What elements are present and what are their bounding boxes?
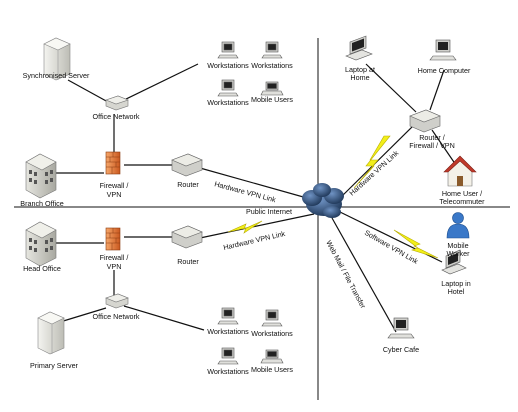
workstations-label: Workstations: [207, 327, 249, 336]
internet-cloud-icon[interactable]: [302, 183, 344, 218]
router-firewall-vpn-label: Router /: [419, 133, 445, 142]
workstations-label: Workstations: [251, 61, 293, 70]
home-computer-icon[interactable]: [429, 39, 457, 61]
mobile-worker-icon[interactable]: [446, 212, 470, 239]
workstation-icon[interactable]: [261, 309, 283, 327]
cyber-cafe-label: Cyber Cafe: [383, 345, 419, 354]
home-user-label: Home User /: [442, 189, 482, 198]
branch-office-building-icon[interactable]: [25, 153, 57, 199]
laptop-at-home-icon[interactable]: [345, 35, 373, 61]
firewall-vpn-label: Firewall /: [100, 181, 129, 190]
workstations-label: Workstations: [207, 367, 249, 376]
home-user-house-icon[interactable]: [443, 155, 477, 187]
link-router-cloud-bottom: [199, 213, 315, 239]
home-user-label: Telecommuter: [439, 197, 485, 206]
workstation-icon[interactable]: [217, 347, 239, 365]
synchronised-server-icon[interactable]: [43, 37, 71, 81]
office-network-hub-icon[interactable]: [105, 293, 129, 309]
hardware-vpn-link-label: Hardware VPN Link: [213, 179, 277, 204]
workstation-icon[interactable]: [217, 307, 239, 325]
lightning-bolt-home: [353, 135, 391, 189]
mobile-users-laptop-icon[interactable]: [260, 349, 284, 364]
office-network-label: Office Network: [93, 112, 140, 121]
primary-server-icon[interactable]: [37, 311, 65, 355]
firewall-vpn-label: Firewall /: [100, 253, 129, 262]
branch-office-label: Branch Office: [20, 199, 63, 208]
link-officenet-server-bottom: [59, 307, 107, 323]
laptop-at-home-label: Home: [350, 73, 369, 82]
home-router-firewall-icon[interactable]: [409, 109, 441, 133]
firewall-icon[interactable]: [105, 151, 121, 175]
mobile-worker-label: Mobile: [447, 241, 468, 250]
workstation-icon[interactable]: [261, 41, 283, 59]
head-office-building-icon[interactable]: [25, 221, 57, 267]
firewall-icon[interactable]: [105, 227, 121, 251]
router-label: Router: [177, 257, 199, 266]
link-server-top: [67, 79, 109, 103]
mobile-users-laptop-icon[interactable]: [260, 81, 284, 96]
synchronised-server-label: Synchronised Server: [23, 71, 90, 80]
laptop-at-home-label: Laptop at: [345, 65, 375, 74]
web-mail-file-transfer-label: Web Mail / File Transfer: [324, 239, 368, 311]
router-icon[interactable]: [171, 225, 203, 249]
link-home-router: [365, 63, 417, 113]
router-label: Router: [177, 180, 199, 189]
public-internet-label: Public Internet: [246, 207, 292, 216]
link-router-homeuser: [431, 129, 459, 169]
laptop-in-hotel-label: Laptop in: [441, 279, 471, 288]
lightning-bolt-bottom: [227, 220, 263, 234]
workstations-label: Workstations: [207, 61, 249, 70]
lightning-bolt-softvpn: [393, 229, 439, 259]
hardware-vpn-link-label: Hardware VPN Link: [222, 229, 286, 252]
laptop-in-hotel-label: Hotel: [448, 287, 465, 296]
workstations-label: Workstations: [251, 329, 293, 338]
mobile-users-label: Mobile Users: [251, 365, 293, 374]
link-router-cloud-top: [199, 167, 315, 201]
workstation-icon[interactable]: [217, 79, 239, 97]
link-officenet-workstations-bottom: [123, 305, 205, 331]
workstation-icon[interactable]: [217, 41, 239, 59]
office-network-hub-icon[interactable]: [105, 95, 129, 111]
link-cloud-webmail: [331, 217, 397, 333]
router-firewall-vpn-label: Firewall / VPN: [409, 141, 455, 150]
link-workstations-top: [123, 63, 199, 101]
cyber-cafe-icon[interactable]: [387, 317, 415, 339]
primary-server-label: Primary Server: [30, 361, 79, 370]
laptop-in-hotel-icon[interactable]: [441, 249, 467, 275]
firewall-vpn-label: VPN: [107, 190, 122, 199]
mobile-users-label: Mobile Users: [251, 95, 293, 104]
workstations-label: Workstations: [207, 98, 249, 107]
mobile-worker-label: Worker: [446, 249, 470, 258]
link-homecomputer-router: [429, 69, 445, 111]
office-network-label: Office Network: [93, 312, 140, 321]
router-icon[interactable]: [171, 153, 203, 177]
firewall-vpn-label: VPN: [107, 262, 122, 271]
head-office-label: Head Office: [23, 264, 61, 273]
home-computer-label: Home Computer: [418, 66, 471, 75]
